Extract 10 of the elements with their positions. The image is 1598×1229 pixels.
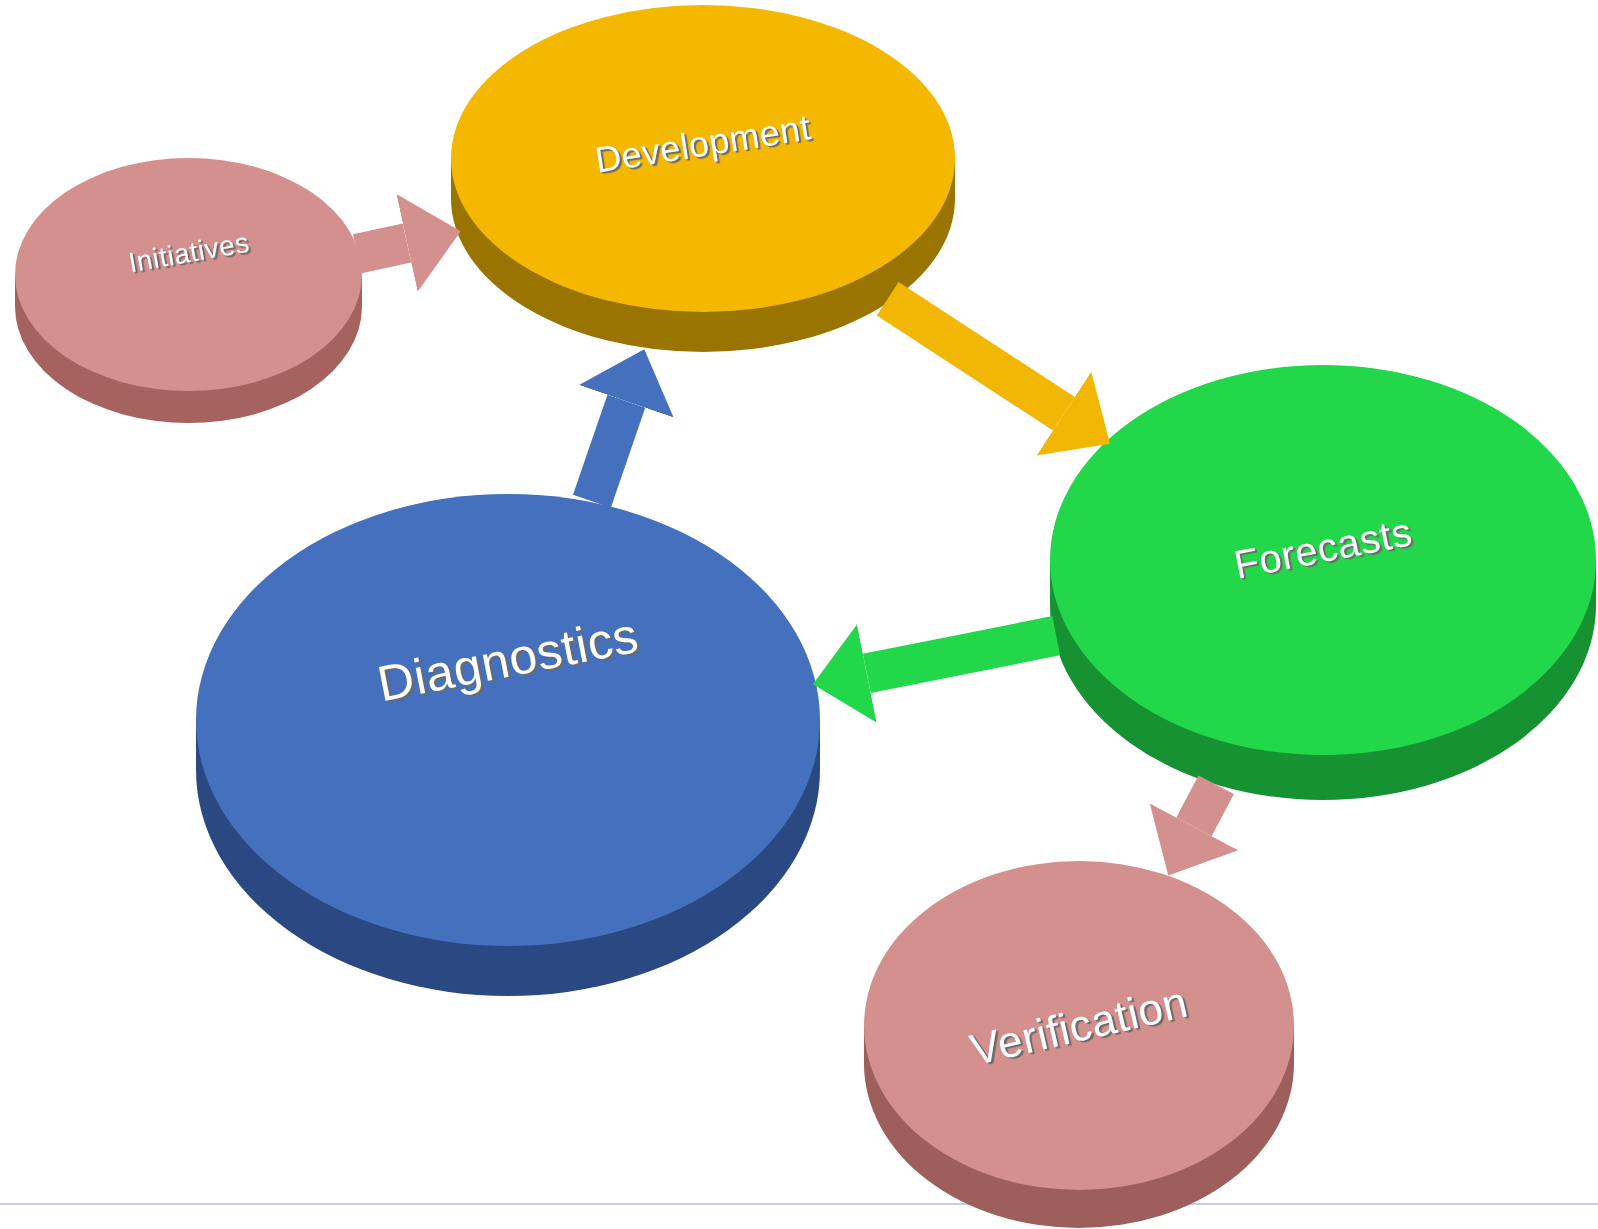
node-label: Forecasts (1229, 507, 1417, 589)
node-label: Development (591, 105, 815, 183)
block-arrow (812, 616, 1061, 723)
block-arrow (573, 349, 674, 508)
node-label: Verification (964, 975, 1194, 1077)
block-arrow (1149, 775, 1239, 876)
block-arrow (876, 282, 1110, 456)
block-arrow (353, 194, 461, 292)
node-label: Initiatives (124, 226, 253, 281)
node-label: Diagnostics (372, 605, 644, 714)
